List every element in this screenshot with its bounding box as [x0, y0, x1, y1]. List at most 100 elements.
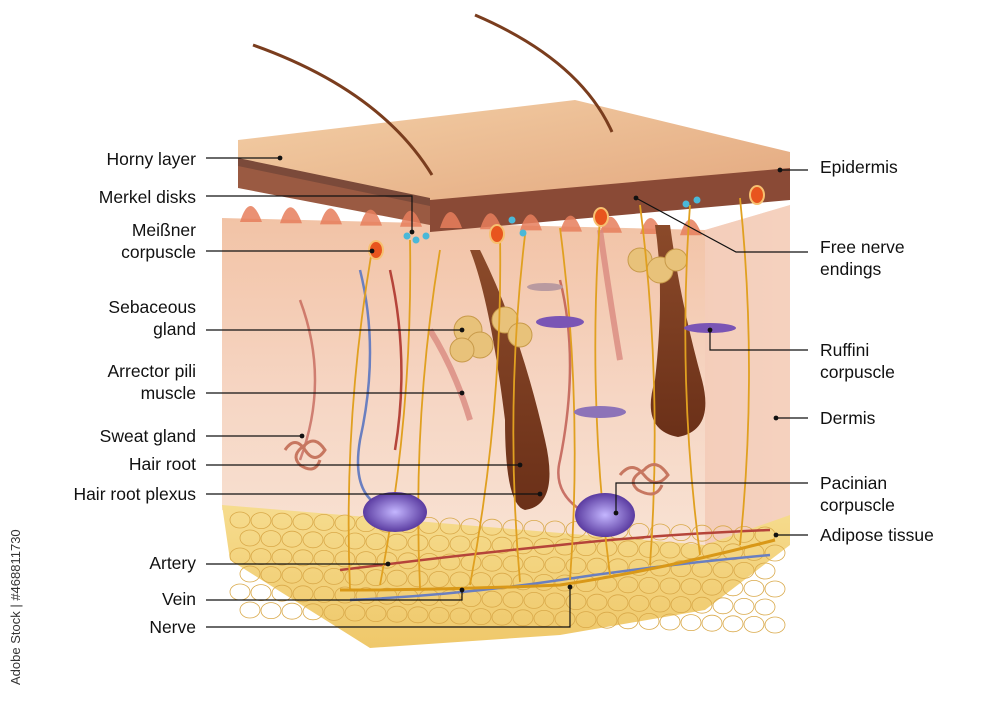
- label-arrector-pili-muscle-line-1: muscle: [140, 383, 196, 403]
- fat-cell: [460, 518, 482, 535]
- fat-cell: [764, 544, 786, 562]
- nerve-fiber: [739, 197, 750, 546]
- fat-cell: [491, 536, 513, 554]
- leader-dot-ruffini-corpuscle: [707, 327, 713, 333]
- fat-cell: [565, 593, 587, 610]
- fat-cell: [680, 614, 702, 631]
- fat-cell: [670, 596, 692, 613]
- fat-cell: [292, 513, 314, 531]
- leader-vein: [206, 590, 463, 601]
- fat-cell: [439, 553, 461, 571]
- label-meissner-corpuscle-line-1: corpuscle: [121, 242, 196, 262]
- fat-cell: [260, 530, 282, 547]
- adipose-layer: [222, 505, 790, 648]
- fat-cell: [250, 584, 272, 601]
- fat-cell: [512, 573, 534, 591]
- arrector-pili-muscle-right: [597, 229, 623, 361]
- horny-layer-stripe: [238, 158, 430, 206]
- label-sweat-gland: Sweat gland: [100, 425, 196, 447]
- fat-cell: [617, 612, 639, 630]
- fat-cell: [428, 571, 450, 588]
- papilla: [360, 209, 382, 226]
- nerve-fiber: [639, 204, 656, 566]
- leader-lines: [206, 157, 808, 628]
- fat-cell: [586, 593, 608, 611]
- papilla: [560, 215, 582, 232]
- fat-cell: [544, 556, 566, 574]
- artery-vessel: [339, 528, 771, 572]
- fat-cell: [701, 542, 723, 560]
- fat-cell: [607, 594, 629, 612]
- leader-dot-artery: [385, 561, 391, 567]
- papilla: [240, 206, 262, 222]
- label-hair-root-plexus: Hair root plexus: [73, 483, 196, 505]
- fat-cell: [365, 533, 387, 550]
- watermark: Adobe Stock | #468811730: [8, 529, 23, 685]
- nerve-fiber: [512, 234, 526, 583]
- fat-cell: [365, 605, 387, 622]
- fat-cell: [407, 606, 429, 624]
- fat-cell: [659, 541, 681, 559]
- fat-cell: [544, 592, 566, 610]
- fat-cell: [281, 602, 303, 620]
- label-pacinian-corpuscle-line-1: corpuscle: [820, 495, 895, 515]
- fat-cell: [323, 604, 345, 621]
- ruffini-corpuscle-2: [536, 316, 584, 328]
- leader-dot-hair-root: [517, 462, 523, 468]
- label-pacinian-corpuscle-line-0: Pacinian: [820, 473, 888, 493]
- fat-cell: [334, 550, 356, 568]
- fat-cell: [743, 616, 765, 633]
- fat-cells: [229, 511, 786, 634]
- label-adipose-tissue: Adipose tissue: [820, 524, 934, 546]
- capillary-1: [356, 269, 391, 512]
- fat-cell: [407, 570, 429, 588]
- fat-cell: [344, 532, 366, 550]
- fat-cell: [239, 565, 261, 583]
- sweat-gland-coil: [283, 439, 670, 496]
- nerve-fiber: [379, 239, 412, 586]
- fat-cell: [376, 551, 398, 569]
- leader-dot-epidermis: [777, 167, 783, 173]
- fat-cell: [680, 578, 702, 595]
- fat-cell: [701, 578, 723, 596]
- label-merkel-disks-line-0: Merkel disks: [98, 187, 196, 207]
- fat-cell: [712, 597, 734, 615]
- fat-cell: [649, 523, 671, 541]
- nerve-fiber: [417, 249, 441, 589]
- label-free-nerve-endings-line-0: Free nerve: [820, 237, 905, 257]
- label-meissner-corpuscle-line-0: Meißner: [131, 220, 196, 240]
- label-arrector-pili-muscle-line-0: Arrector pili: [107, 361, 197, 381]
- ruffini-corpuscle-4: [527, 283, 563, 291]
- fat-cell: [260, 566, 282, 583]
- label-dermis: Dermis: [820, 407, 875, 429]
- label-sebaceous-gland-line-1: gland: [153, 319, 196, 339]
- fat-cell: [565, 557, 587, 574]
- epidermis-right-edge: [430, 168, 790, 232]
- papilla: [440, 212, 462, 228]
- fat-cell: [596, 611, 618, 629]
- fat-cell: [281, 530, 303, 548]
- leader-dot-sweat-gland: [299, 433, 305, 439]
- fat-cell: [334, 514, 356, 532]
- capillary-3: [298, 299, 317, 461]
- fat-cell: [628, 523, 650, 540]
- label-vein-line-0: Vein: [161, 589, 196, 609]
- leader-dot-arrector-pili-muscle: [459, 390, 465, 396]
- fat-cell: [302, 567, 324, 585]
- papilla: [520, 214, 542, 231]
- fat-cell: [733, 598, 755, 615]
- fat-cell: [313, 550, 335, 567]
- main-nerve: [339, 538, 776, 592]
- fat-cell: [302, 603, 324, 621]
- nerve-fiber: [347, 249, 373, 591]
- fat-cell: [481, 554, 503, 572]
- fat-cell: [491, 572, 513, 590]
- fat-cell: [502, 591, 524, 609]
- pacinian-corpuscle-right: [575, 493, 635, 537]
- label-merkel-disks: Merkel disks: [99, 186, 196, 208]
- papilla: [280, 207, 302, 224]
